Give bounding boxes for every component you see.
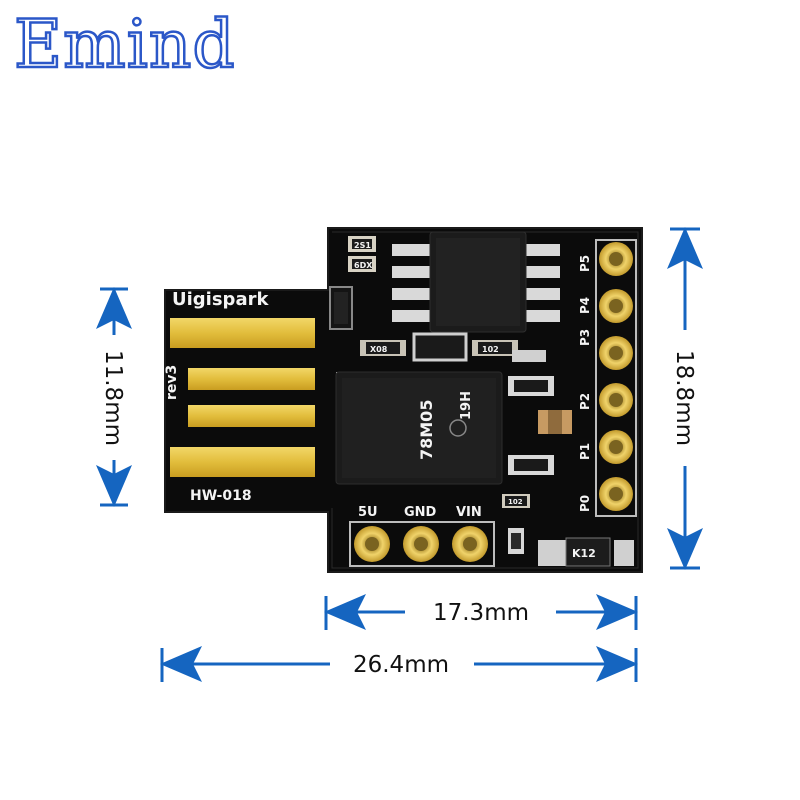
board-name-label: Uigispark (172, 289, 269, 310)
usb-contacts (170, 318, 315, 477)
dimension-label-board-width: 17.3mm (433, 600, 529, 626)
component-label-3: X08 (370, 345, 388, 354)
dimension-usb-height (96, 287, 132, 507)
power-label-vin: VIN (456, 505, 482, 520)
board-revision-label: rev3 (164, 365, 180, 400)
dimension-label-board-height: 18.8mm (671, 350, 697, 446)
power-label-5v: 5U (358, 505, 378, 520)
pin-label-p4: P4 (578, 297, 592, 314)
regulator-marking: 78M05 (417, 400, 436, 460)
brand-logo: Emind (13, 6, 236, 83)
component-label-2: 6DX (354, 261, 373, 270)
dimension-board-height (667, 227, 703, 570)
power-label-gnd: GND (404, 505, 437, 520)
component-label-1: 2S1 (354, 241, 371, 250)
dimension-total-width (160, 646, 638, 682)
dimension-label-usb-height: 11.8mm (100, 350, 126, 446)
board-model-label: HW-018 (190, 488, 252, 504)
pin-label-p1: P1 (578, 443, 592, 460)
header-pins (595, 239, 637, 517)
power-pins (349, 521, 495, 567)
usb-contact-4 (170, 447, 315, 477)
component-label-5: 102 (508, 498, 523, 506)
usb-contact-1 (170, 318, 315, 348)
microcontroller-chip (392, 231, 560, 333)
component-label-6: K12 (572, 547, 596, 560)
regulator-code: 19H (459, 391, 474, 420)
voltage-regulator: 78M05 19H (335, 371, 503, 485)
pin-label-p3: P3 (578, 329, 592, 346)
smd-components: 2S1 6DX (348, 236, 376, 272)
usb-contact-2 (188, 368, 315, 390)
usb-contact-3 (188, 405, 315, 427)
component-label-4: 102 (482, 345, 499, 354)
pin-label-p5: P5 (578, 255, 592, 272)
dimension-board-width (324, 594, 638, 630)
pin-label-p0: P0 (578, 495, 592, 512)
pin-label-p2: P2 (578, 393, 592, 410)
dimension-label-total-width: 26.4mm (353, 652, 449, 678)
